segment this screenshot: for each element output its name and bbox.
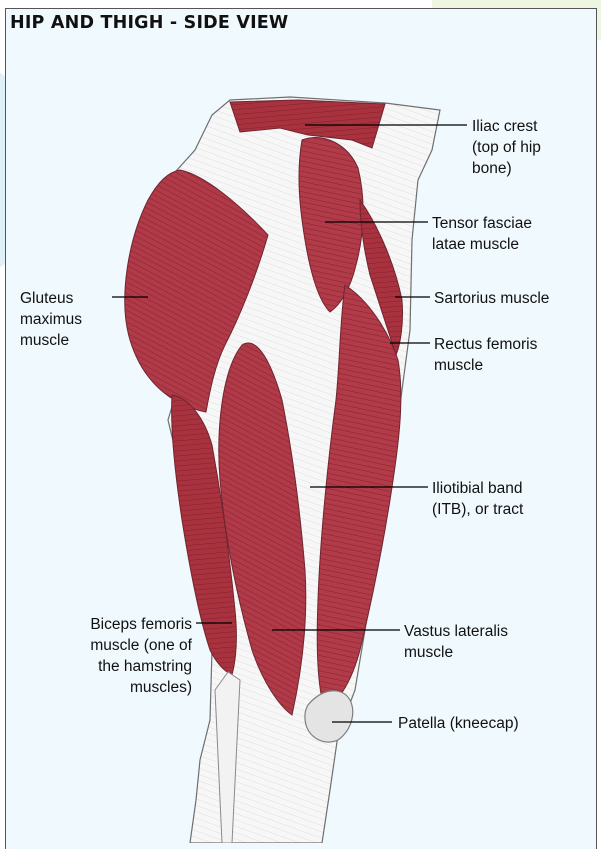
label-iliotibial-band: Iliotibial band (ITB), or tract: [432, 478, 523, 520]
label-patella: Patella (kneecap): [398, 713, 519, 734]
label-rectus-femoris: Rectus femoris muscle: [434, 334, 537, 376]
label-iliac-crest: Iliac crest (top of hip bone): [472, 116, 541, 179]
label-sartorius: Sartorius muscle: [434, 288, 549, 309]
label-vastus-lateralis: Vastus lateralis muscle: [404, 621, 508, 663]
label-gluteus-maximus: Gluteus maximus muscle: [20, 288, 82, 351]
label-biceps-femoris: Biceps femoris muscle (one of the hamstr…: [28, 614, 192, 698]
label-tensor-fasciae-latae: Tensor fasciae latae muscle: [432, 213, 532, 255]
